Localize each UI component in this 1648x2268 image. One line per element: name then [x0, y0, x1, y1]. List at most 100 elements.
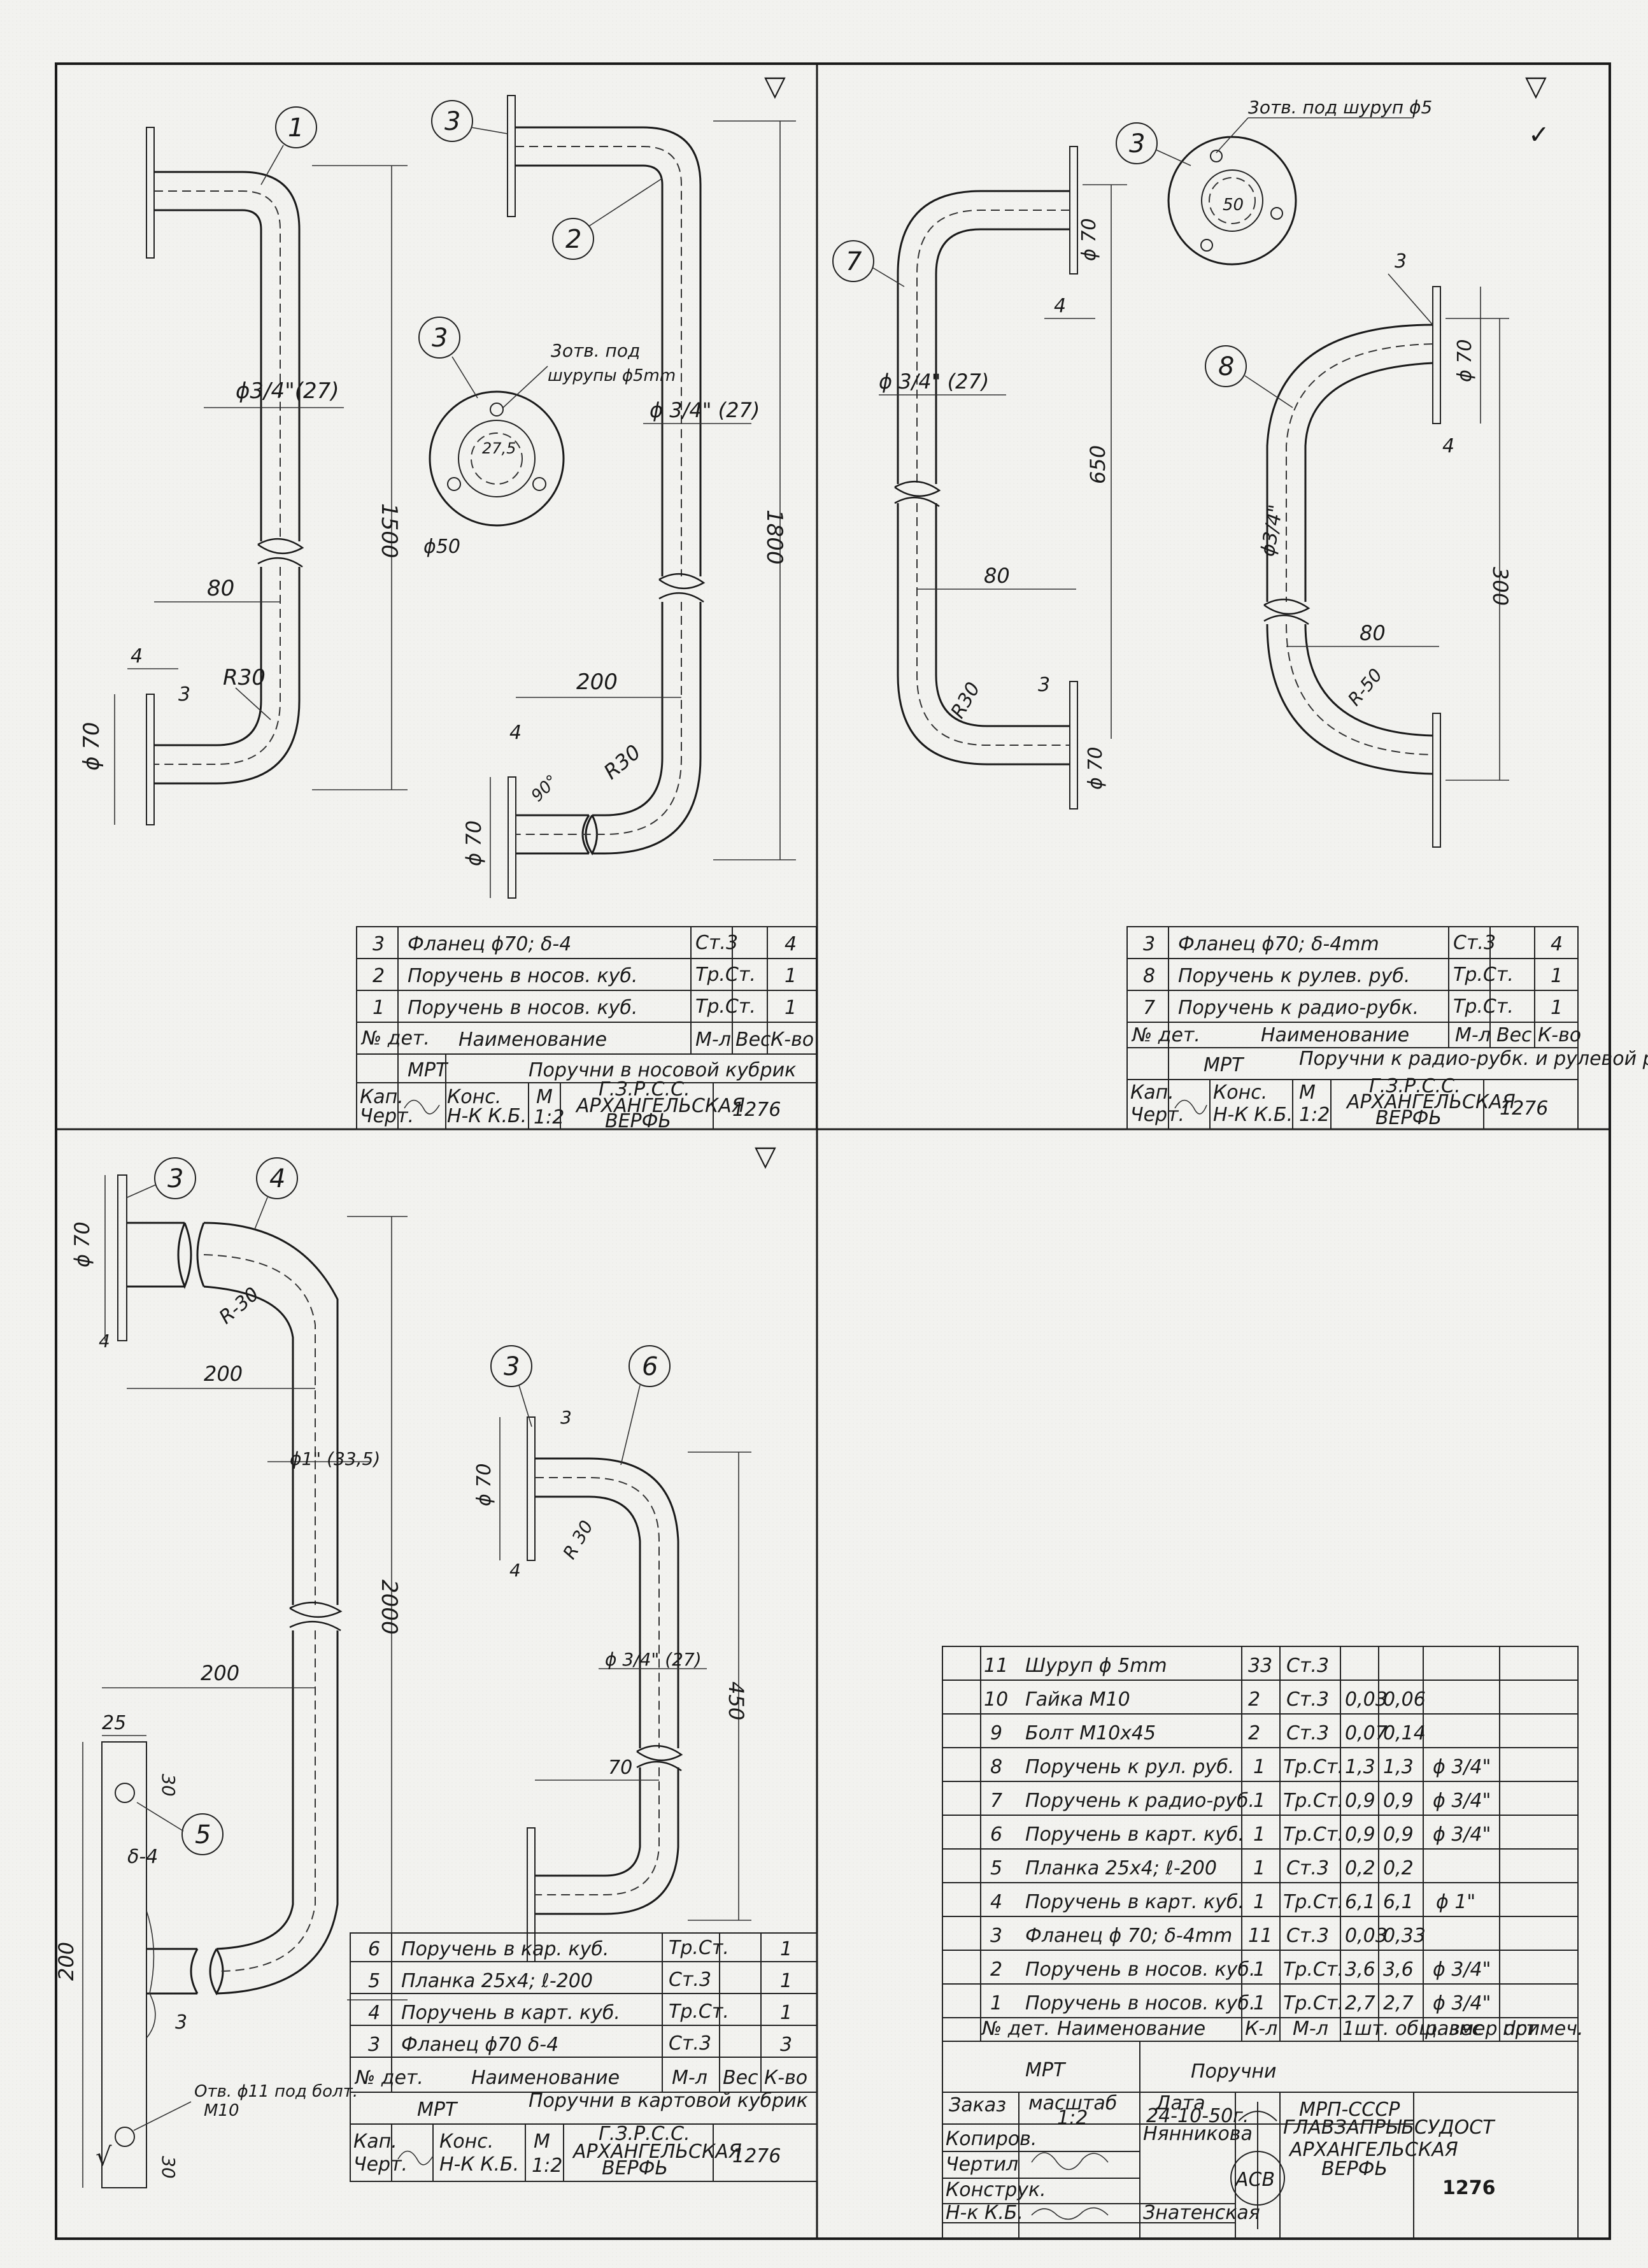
svg-text:Наименование: Наименование	[1057, 2018, 1205, 2040]
flange-dia: ϕ50	[423, 536, 460, 558]
svg-text:М: М	[1299, 1081, 1316, 1104]
svg-text:0,2: 0,2	[1383, 1857, 1414, 1879]
flange2-dia: 50	[1223, 196, 1244, 215]
flange-bottom-2	[508, 776, 516, 899]
dim-t4b-p3: 4	[509, 1560, 521, 1581]
scale-value: 1:2	[1057, 2107, 1088, 2129]
dim-1800: 1800	[762, 510, 787, 565]
svg-text:К-во: К-во	[771, 1029, 814, 1051]
svg-text:Поручень в карт. куб.: Поручень в карт. куб.	[1025, 1891, 1244, 1913]
handrail-part-2: 3 2 1800 ϕ 3/4" (27) 200 R30 4 90° ϕ 70	[431, 95, 796, 899]
sheet-frame	[55, 62, 1611, 2240]
dim-pipe4-dia: ϕ1" (33,5)	[290, 1448, 380, 1469]
svg-text:3,6: 3,6	[1383, 1958, 1414, 1981]
svg-text:Копиров.: Копиров.	[946, 2128, 1037, 2150]
svg-text:АРХАНГЕЛЬСКАЯ: АРХАНГЕЛЬСКАЯ	[1288, 2139, 1458, 2161]
svg-text:ϕ 3/4": ϕ 3/4"	[1433, 1992, 1491, 2015]
spec-row-7: 7 Поручень к радио-руб. 1 Тр.Ст. 0,9 0,9…	[990, 1790, 1491, 1812]
tb3-org: МРТ	[417, 2099, 458, 2121]
dim-phi70b: ϕ 70	[462, 820, 486, 866]
dim-650: 650	[1086, 445, 1110, 484]
svg-text:5: 5	[368, 1970, 380, 1992]
svg-text:Ст.3: Ст.3	[669, 1969, 711, 1991]
svg-text:Черт.: Черт.	[360, 1105, 414, 1127]
svg-text:Вес: Вес	[1496, 1024, 1532, 1046]
svg-text:Поручень в носов. куб.: Поручень в носов. куб.	[1025, 1992, 1255, 2015]
spec-row-6: 6 Поручень в карт. куб. 1 Тр.Ст. 0,9 0,9…	[990, 1823, 1491, 1846]
dim-t4a-p3: 4	[99, 1330, 110, 1352]
specification-table: 11 Шуруп ϕ 5mm 33 Ст.3 10 Гайка М10 2 Ст…	[942, 1646, 1584, 2239]
dim-70: 70	[608, 1757, 632, 1779]
svg-text:Наименование: Наименование	[471, 2067, 620, 2089]
balloon-3-p3b	[490, 1345, 532, 1387]
svg-text:№ дет.: № дет.	[1131, 1024, 1200, 1046]
svg-text:Поручень к радио-руб.: Поручень к радио-руб.	[1025, 1790, 1254, 1812]
dim-t4b: 4	[509, 722, 522, 744]
pipe-lower	[154, 567, 301, 785]
signature-chertil	[1031, 2152, 1109, 2171]
dim-phi70b-p2: ϕ 70	[1084, 747, 1107, 790]
svg-text:Г.З.Р.С.С.: Г.З.Р.С.С.	[599, 1078, 690, 1101]
svg-text:Наименование: Наименование	[1261, 1024, 1409, 1046]
svg-text:1шт. общ. вес: 1шт. общ. вес	[1342, 2018, 1482, 2040]
svg-text:0,07: 0,07	[1345, 1722, 1388, 1744]
title-block-1: 3 Фланец ϕ70; δ-4 Ст.3 4 2 Поручень в но…	[356, 926, 817, 1132]
balloon-8	[1205, 345, 1247, 387]
svg-text:Н-К К.Б.: Н-К К.Б.	[1213, 1104, 1293, 1126]
logo-letters: АСВ	[1234, 2169, 1275, 2191]
flange-top	[146, 127, 155, 259]
svg-text:1: 1	[373, 997, 385, 1019]
svg-text:7: 7	[846, 247, 862, 276]
dim-r30: R30	[223, 665, 266, 690]
svg-text:Поручень в носов. куб.: Поручень в носов. куб.	[408, 965, 637, 987]
svg-text:5: 5	[990, 1857, 1002, 1879]
svg-text:0,03: 0,03	[1345, 1688, 1388, 1711]
svg-text:3: 3	[780, 2034, 792, 2056]
svg-text:Наименование: Наименование	[458, 1029, 607, 1051]
svg-text:Планка 25х4; ℓ-200: Планка 25х4; ℓ-200	[401, 1970, 593, 1992]
svg-text:Гайка М10: Гайка М10	[1025, 1688, 1130, 1711]
handrail-part-7: 7 ϕ 3/4" (27) 650 80 R30 3 ϕ 70 ϕ 70 4	[832, 146, 1127, 809]
dim-200a-p3: 200	[204, 1362, 243, 1386]
tb3-number: 1276	[732, 2145, 781, 2167]
svg-text:Ст.3: Ст.3	[669, 2032, 711, 2055]
svg-text:Поручень к рул. руб.: Поручень к рул. руб.	[1025, 1756, 1234, 1778]
dim-pipe2-dia: ϕ 3/4" (27)	[650, 398, 760, 422]
svg-text:Конс.: Конс.	[439, 2130, 494, 2153]
svg-text:ϕ 3/4": ϕ 3/4"	[1433, 1756, 1491, 1778]
svg-text:Вес: Вес	[723, 2067, 758, 2089]
corner-mark-3: ▽	[755, 1140, 776, 1173]
dim-phi70a-p3: ϕ 70	[70, 1222, 94, 1267]
svg-text:2,7: 2,7	[1383, 1992, 1414, 2015]
svg-text:1: 1	[1253, 1992, 1265, 2015]
dim-200: 200	[576, 669, 618, 695]
svg-text:ВЕРФЬ: ВЕРФЬ	[1375, 1107, 1442, 1129]
hole-note-p2: 3отв. под шуруп ϕ5	[1248, 97, 1432, 118]
svg-text:0,2: 0,2	[1345, 1857, 1375, 1879]
svg-text:Поручень в кар. куб.: Поручень в кар. куб.	[401, 1938, 609, 1960]
svg-text:М: М	[534, 2130, 550, 2153]
tb1-row-1: 3 Фланец ϕ70; δ-4 Ст.3 4	[373, 932, 797, 955]
handrail-part-1: 1 1500 ϕ3/4"(27) 80 R30 4 3 ϕ 70	[79, 106, 408, 825]
svg-text:Н-К К.Б.: Н-К К.Б.	[439, 2153, 519, 2176]
hole-note-line1: 3отв. под	[551, 340, 640, 361]
svg-text:1: 1	[780, 1970, 792, 1992]
svg-text:Фланец ϕ70 δ-4: Фланец ϕ70 δ-4	[401, 2034, 558, 2056]
flange-view-2: 50 3 3отв. под шуруп ϕ5	[1116, 97, 1432, 266]
svg-text:4: 4	[269, 1164, 285, 1194]
dim-t4: 4	[131, 645, 143, 667]
svg-text:Ст.3: Ст.3	[1286, 1655, 1329, 1677]
corner-mark-2: ▽	[1525, 70, 1547, 103]
svg-text:1: 1	[1551, 997, 1563, 1019]
svg-text:М-л: М-л	[1293, 2018, 1328, 2040]
svg-text:3: 3	[990, 1925, 1002, 1947]
dim-t3a-p2: 3	[1038, 674, 1050, 696]
svg-text:Планка 25х4; ℓ-200: Планка 25х4; ℓ-200	[1025, 1857, 1217, 1879]
spec-row-5: 5 Планка 25х4; ℓ-200 1 Ст.3 0,2 0,2	[990, 1857, 1414, 1879]
dim-80a: 80	[984, 564, 1010, 588]
svg-text:Ст.3: Ст.3	[695, 932, 738, 954]
dim-450: 450	[724, 1681, 748, 1720]
tb2-row-2: 8 Поручень к рулев. руб. Тр.Ст. 1	[1143, 964, 1563, 987]
svg-text:11: 11	[984, 1655, 1008, 1677]
